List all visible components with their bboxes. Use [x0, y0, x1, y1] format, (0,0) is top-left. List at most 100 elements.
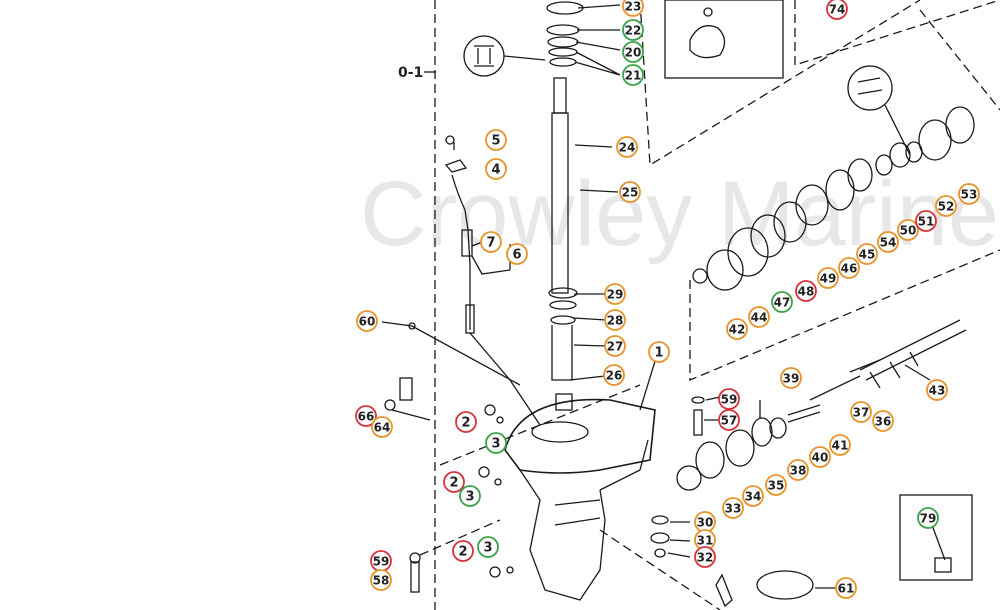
callout-ring — [455, 411, 477, 433]
callout-47: 47 — [771, 291, 793, 313]
callout-number: 21 — [625, 69, 642, 83]
callout-4: 4 — [485, 158, 507, 180]
callout-ring — [604, 283, 626, 305]
callout-ring — [917, 507, 939, 529]
callout-ring — [459, 485, 481, 507]
callout-37: 37 — [850, 401, 872, 423]
callout-38: 38 — [787, 459, 809, 481]
callout-number: 54 — [880, 236, 897, 250]
callout-36: 36 — [872, 410, 894, 432]
callout-23: 23 — [622, 0, 644, 17]
callout-ring — [604, 309, 626, 331]
callout-ring — [485, 129, 507, 151]
watermark-text: Crowley Marine — [360, 163, 999, 265]
callout-35: 35 — [765, 474, 787, 496]
callout-6: 6 — [506, 243, 528, 265]
callout-number: 79 — [920, 512, 937, 526]
callout-57: 57 — [718, 409, 740, 431]
callout-number: 3 — [483, 541, 492, 556]
callout-ring — [856, 243, 878, 265]
callout-ring — [355, 405, 377, 427]
callout-number: 48 — [798, 285, 815, 299]
callout-number: 66 — [358, 410, 375, 424]
callout-ring — [795, 280, 817, 302]
callout-number: 37 — [853, 406, 870, 420]
callout-number: 4 — [491, 163, 500, 178]
callout-ring — [850, 401, 872, 423]
callout-ring — [780, 367, 802, 389]
callout-ring — [356, 310, 378, 332]
callout-ring — [485, 432, 507, 454]
callout-43: 43 — [926, 379, 948, 401]
callout-number: 29 — [607, 288, 624, 302]
callout-5: 5 — [485, 129, 507, 151]
callout-number: 5 — [491, 134, 500, 149]
callout-ring — [616, 136, 638, 158]
callout-30: 30 — [694, 511, 716, 533]
callout-number: 27 — [607, 340, 624, 354]
callout-ring — [765, 474, 787, 496]
callout-number: 28 — [607, 314, 624, 328]
callout-ring — [480, 231, 502, 253]
callout-number: 2 — [449, 476, 458, 491]
callout-number: 47 — [774, 296, 791, 310]
callout-ring — [485, 158, 507, 180]
callout-ring — [742, 485, 764, 507]
callout-51: 51 — [915, 210, 937, 232]
callout-number: 30 — [697, 516, 714, 530]
callout-3: 3 — [459, 485, 481, 507]
callout-58: 58 — [370, 569, 392, 591]
callout-28: 28 — [604, 309, 626, 331]
assembly-label: 0-1 — [398, 65, 423, 81]
callout-number: 7 — [486, 236, 495, 251]
callout-number: 53 — [961, 188, 978, 202]
callout-number: 59 — [373, 555, 390, 569]
callout-number: 1 — [654, 346, 663, 361]
callout-29: 29 — [604, 283, 626, 305]
callout-79: 79 — [917, 507, 939, 529]
callout-number: 31 — [697, 534, 714, 548]
callout-24: 24 — [616, 136, 638, 158]
callout-39: 39 — [780, 367, 802, 389]
callout-34: 34 — [742, 485, 764, 507]
callout-ring — [718, 409, 740, 431]
callout-20: 20 — [622, 41, 644, 63]
callout-number: 57 — [721, 414, 738, 428]
callout-number: 43 — [929, 384, 946, 398]
callout-number: 34 — [745, 490, 762, 504]
callout-ring — [726, 318, 748, 340]
callout-ring — [622, 0, 644, 17]
callout-number: 6 — [512, 248, 521, 263]
callout-number: 41 — [832, 439, 849, 453]
callout-ring — [619, 181, 641, 203]
callout-number: 35 — [768, 479, 785, 493]
callout-ring — [935, 195, 957, 217]
callout-ring — [771, 291, 793, 313]
callout-7: 7 — [480, 231, 502, 253]
callout-ring — [370, 569, 392, 591]
callout-number: 2 — [458, 545, 467, 560]
callout-42: 42 — [726, 318, 748, 340]
callout-2: 2 — [455, 411, 477, 433]
callout-ring — [722, 497, 744, 519]
callout-ring — [603, 364, 625, 386]
callout-number: 51 — [918, 215, 935, 229]
callout-number: 24 — [619, 141, 636, 155]
callout-number: 45 — [859, 248, 876, 262]
callout-number: 52 — [938, 200, 955, 214]
callout-number: 58 — [373, 574, 390, 588]
callout-ring — [897, 219, 919, 241]
callout-54: 54 — [877, 231, 899, 253]
callout-number: 3 — [465, 490, 474, 505]
callout-ring — [838, 257, 860, 279]
callout-ring — [915, 210, 937, 232]
callout-59: 59 — [718, 388, 740, 410]
callout-21: 21 — [622, 64, 644, 86]
callout-2: 2 — [443, 471, 465, 493]
callout-number: 23 — [625, 0, 642, 14]
callout-48: 48 — [795, 280, 817, 302]
callout-number: 33 — [725, 502, 742, 516]
callout-1: 1 — [648, 341, 670, 363]
callout-ring — [748, 306, 770, 328]
